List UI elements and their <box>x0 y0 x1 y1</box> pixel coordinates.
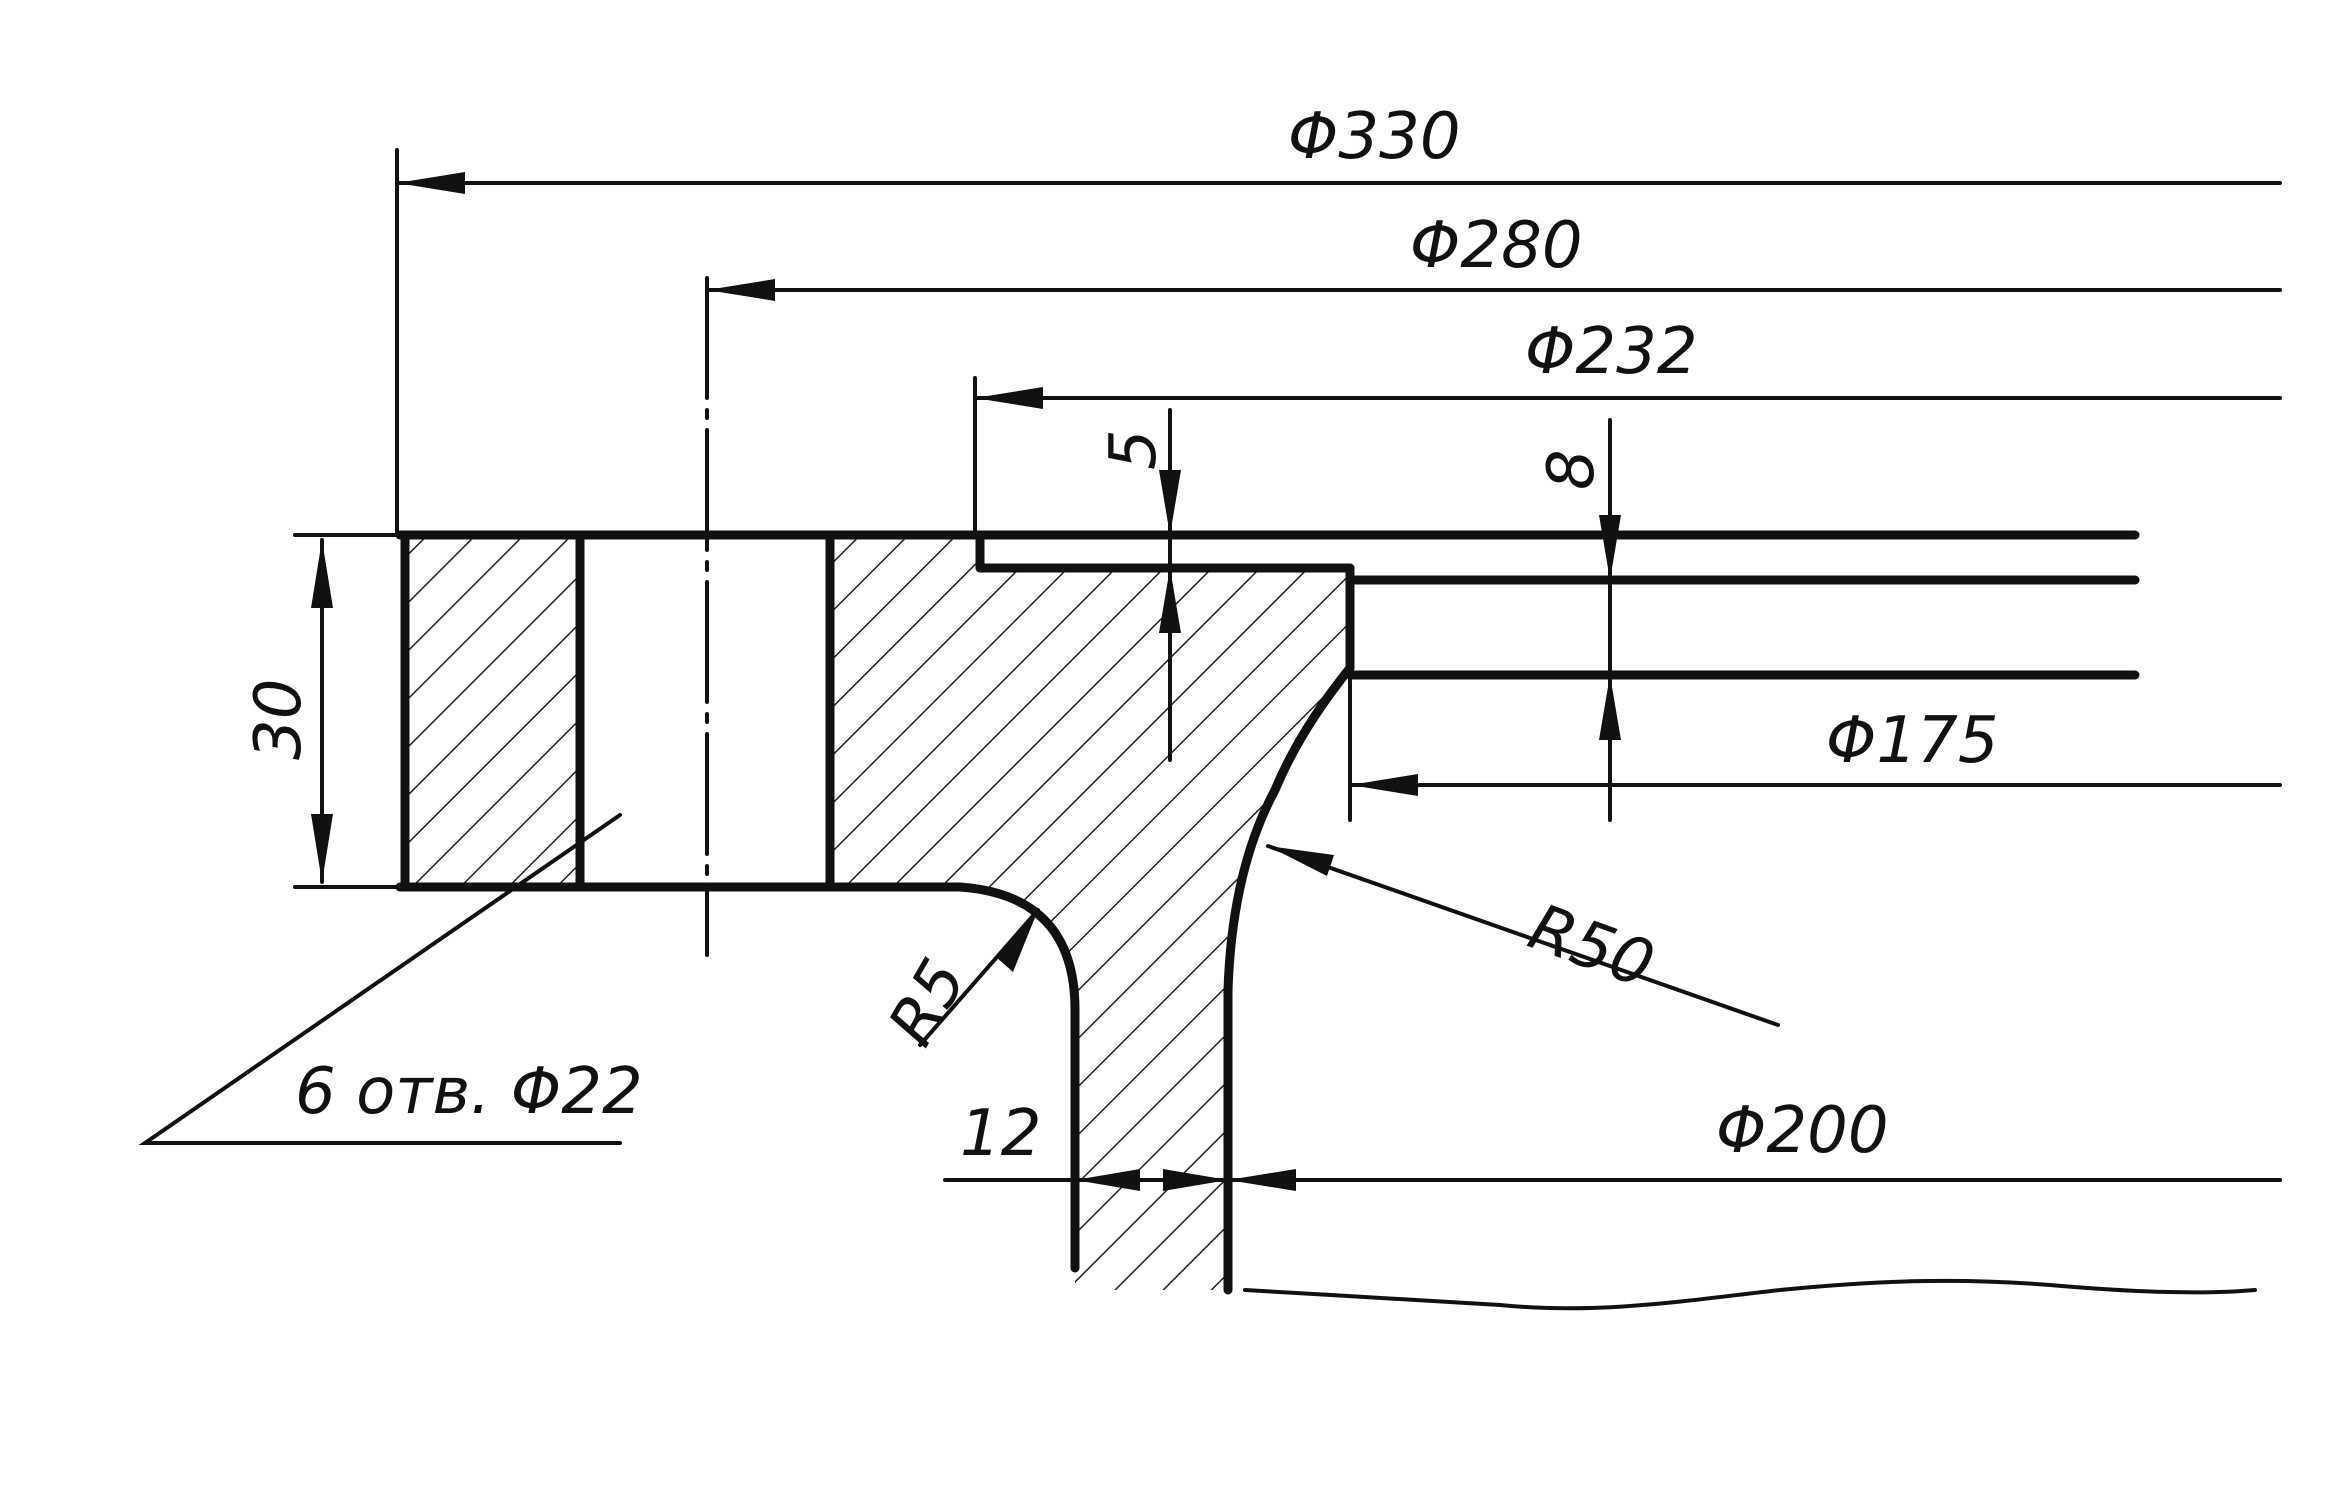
arrow-232 <box>975 387 1043 409</box>
bottom-face-r5 <box>395 882 1080 1273</box>
label-r5: R5 <box>875 947 982 1058</box>
label-d200: Φ200 <box>1716 1094 1889 1168</box>
arrow-12-right <box>1163 1169 1228 1191</box>
label-d280: Φ280 <box>1410 209 1583 283</box>
break-line <box>1243 1278 2257 1311</box>
hatch-left-strip <box>405 535 580 887</box>
hatch-hub <box>830 535 1350 1290</box>
r50-curve <box>1223 663 1355 1295</box>
label-w12: 12 <box>960 1097 1041 1171</box>
arrow-280 <box>707 279 775 301</box>
arrow-r50 <box>1268 846 1334 876</box>
arrow-30-bottom <box>311 814 333 882</box>
leader-r50 <box>1266 844 1780 1027</box>
arrow-200 <box>1228 1169 1296 1191</box>
arrow-12-left <box>1075 1169 1140 1191</box>
label-holes: 6 отв. Φ22 <box>295 1055 643 1129</box>
arrow-30-top <box>311 540 333 608</box>
label-r50: R50 <box>1520 890 1664 1003</box>
arrow-175 <box>1350 774 1418 796</box>
label-d175: Φ175 <box>1826 704 1999 778</box>
dimension-labels: Φ330 Φ280 Φ232 Φ175 Φ200 12 6 отв. Φ22 3… <box>242 100 1999 1171</box>
arrowheads <box>311 172 1621 1191</box>
arrow-r5 <box>996 910 1038 972</box>
part-outline <box>395 530 2140 1295</box>
label-h30: 30 <box>242 679 316 760</box>
label-s8: 8 <box>1535 449 1609 490</box>
arrow-8-top <box>1599 515 1621 580</box>
leader-holes <box>138 813 622 1145</box>
label-s5: 5 <box>1097 429 1171 470</box>
arrow-330 <box>397 172 465 194</box>
label-d232: Φ232 <box>1525 315 1698 389</box>
arrow-5-top <box>1159 470 1181 535</box>
arrow-8-bottom <box>1599 675 1621 740</box>
arrow-5-bottom <box>1159 568 1181 633</box>
label-d330: Φ330 <box>1288 100 1461 174</box>
section-hatching <box>405 535 1350 1290</box>
